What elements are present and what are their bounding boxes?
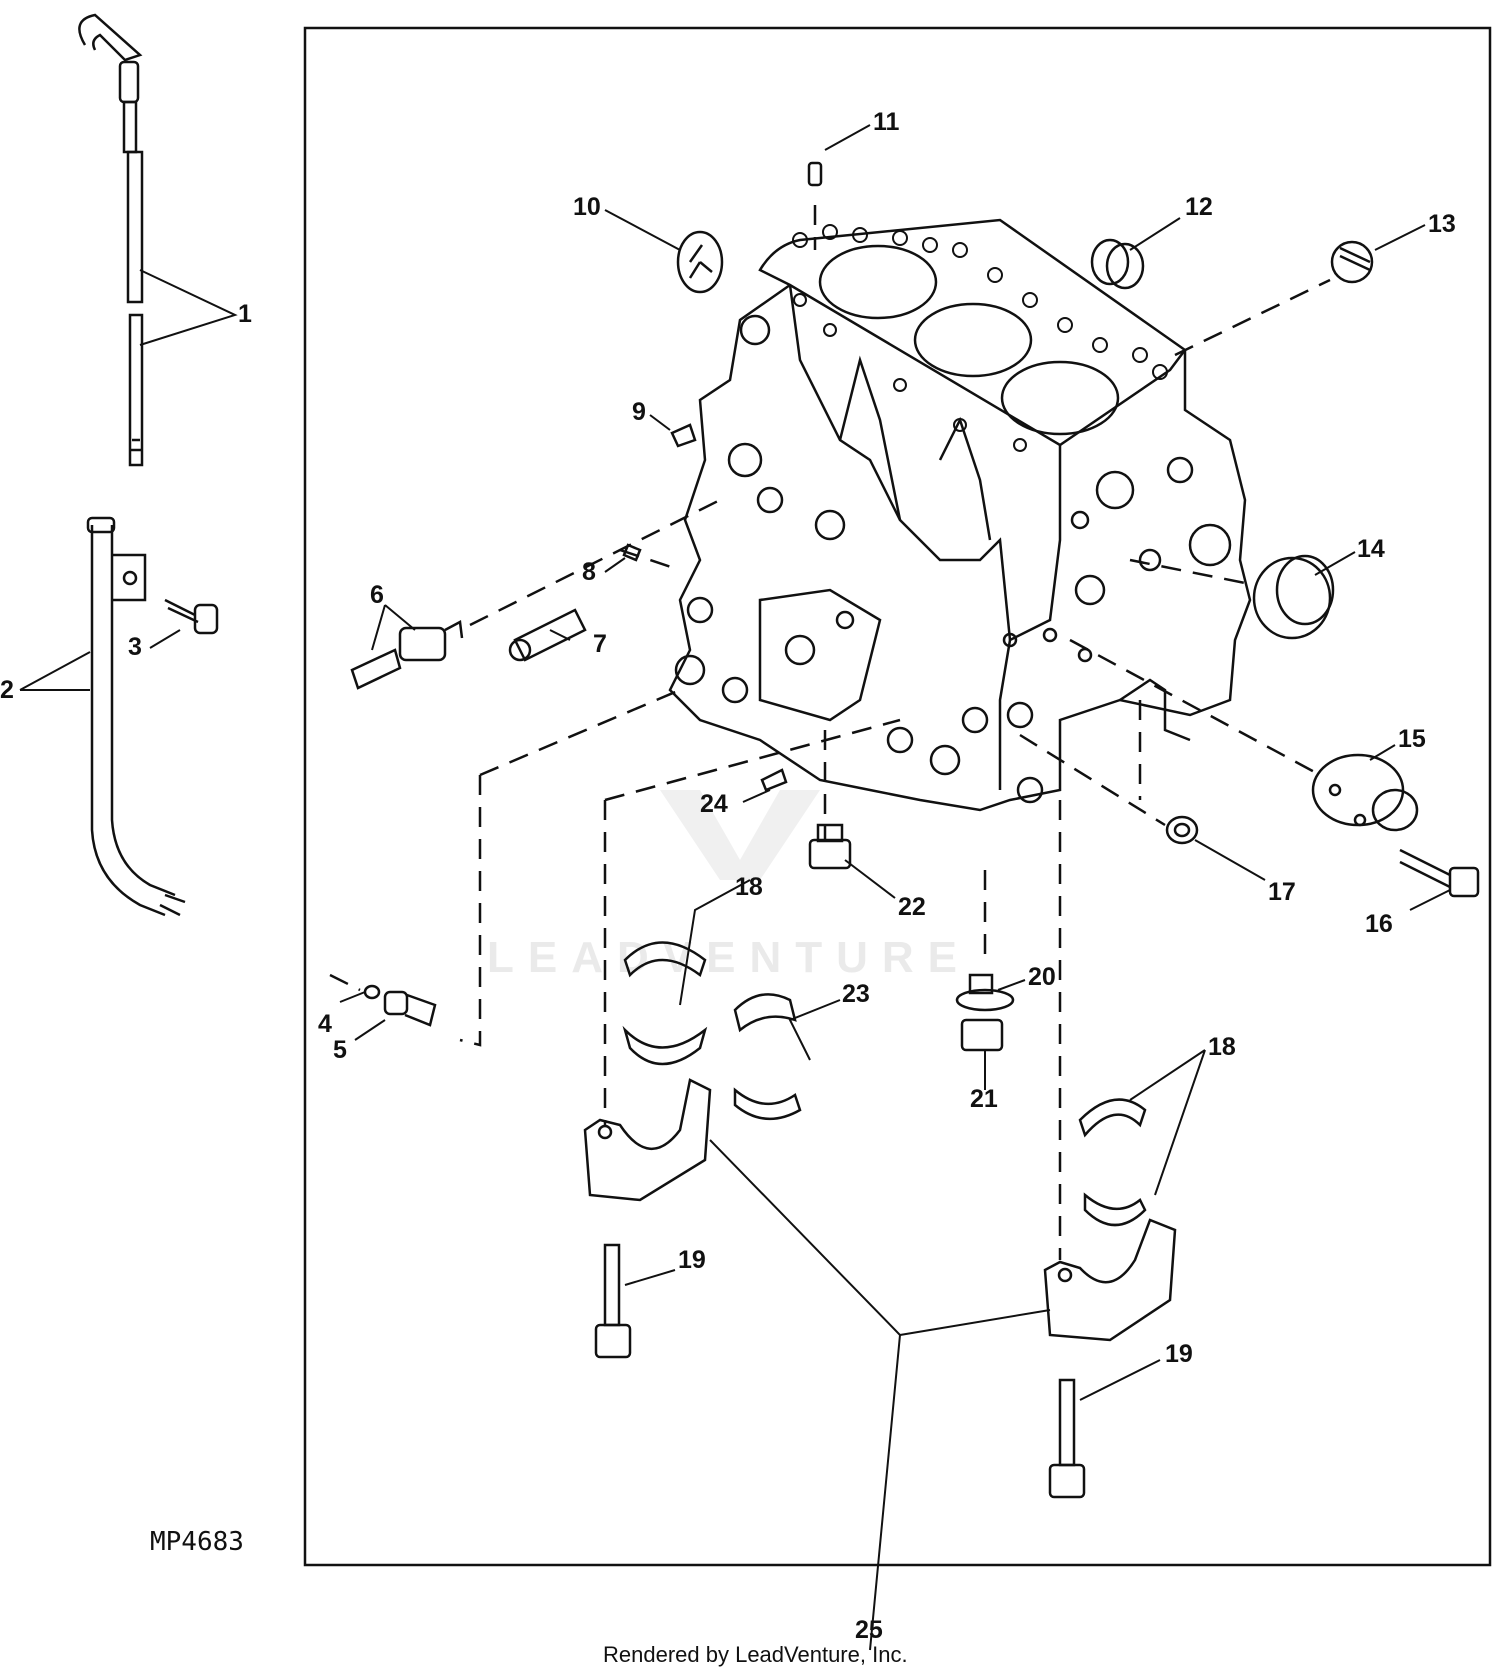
callout-2: 2 xyxy=(0,676,14,704)
footer-credit: Rendered by LeadVenture, Inc. xyxy=(603,1642,908,1667)
callout-1: 1 xyxy=(238,300,252,328)
callout-18a: 18 xyxy=(735,873,763,901)
watermark-text: LEADVENTURE xyxy=(487,933,971,982)
callout-9: 9 xyxy=(632,398,646,426)
callout-16: 16 xyxy=(1365,910,1393,938)
dashed-lines xyxy=(329,205,1331,1260)
cylinder-block xyxy=(668,218,1252,812)
watermark: LEADVENTURE xyxy=(487,790,971,982)
callout-18b: 18 xyxy=(1208,1033,1236,1061)
callout-22: 22 xyxy=(898,893,926,921)
callout-7: 7 xyxy=(593,630,607,658)
callout-8: 8 xyxy=(582,558,596,586)
reference-code: MP4683 xyxy=(150,1527,244,1557)
callout-13: 13 xyxy=(1428,210,1456,238)
callout-19a: 19 xyxy=(678,1246,706,1274)
callout-21: 21 xyxy=(970,1085,998,1113)
callout-6: 6 xyxy=(370,581,384,609)
callout-5: 5 xyxy=(333,1036,347,1064)
callout-23: 23 xyxy=(842,980,870,1008)
callout-10: 10 xyxy=(573,193,601,221)
callout-4: 4 xyxy=(318,1010,332,1038)
callout-3: 3 xyxy=(128,633,142,661)
bearings-and-caps xyxy=(583,941,1177,1499)
callout-14: 14 xyxy=(1357,535,1385,563)
diagram-frame xyxy=(303,26,1492,1567)
callout-20: 20 xyxy=(1028,963,1056,991)
callout-15: 15 xyxy=(1398,725,1426,753)
callout-11: 11 xyxy=(873,108,900,136)
callout-24: 24 xyxy=(700,790,728,818)
callout-19b: 19 xyxy=(1165,1340,1193,1368)
leader-lines xyxy=(19,124,1451,1651)
dipstick xyxy=(78,13,144,467)
dipstick-tube xyxy=(86,516,186,917)
callout-25: 25 xyxy=(855,1616,883,1644)
callout-12: 12 xyxy=(1185,193,1213,221)
callout-numbers: 1 2 3 4 5 6 7 8 9 10 11 12 13 14 15 16 1… xyxy=(0,108,1456,1644)
small-parts xyxy=(164,161,1480,1052)
callout-17: 17 xyxy=(1268,878,1296,906)
